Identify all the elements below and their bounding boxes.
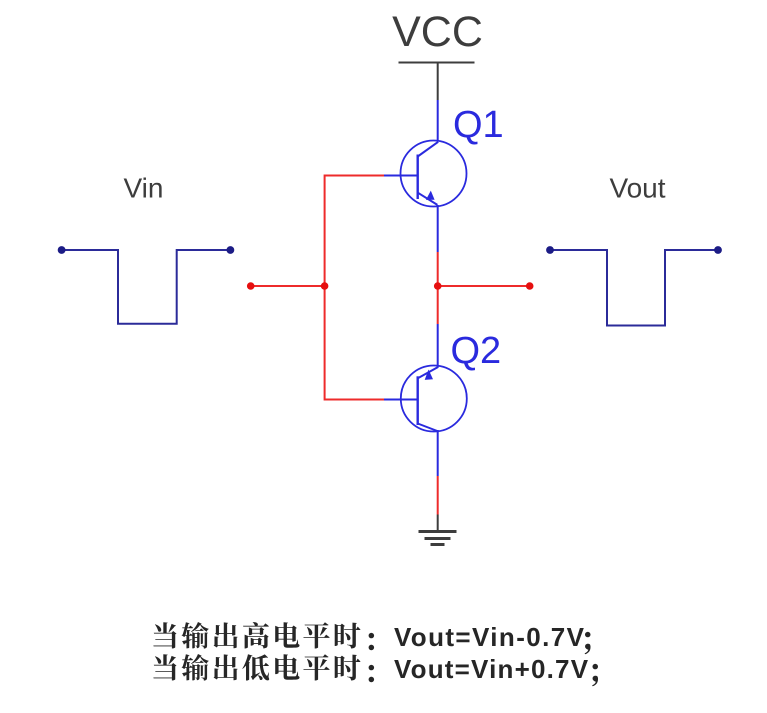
svg-text:Vout=Vin+0.7V: Vout=Vin+0.7V — [394, 654, 589, 684]
svg-text:VCC: VCC — [392, 8, 483, 56]
svg-text:Vout: Vout — [609, 173, 665, 204]
svg-text:Q1: Q1 — [453, 104, 504, 146]
svg-text:Q2: Q2 — [451, 330, 502, 372]
svg-text:Vin: Vin — [124, 173, 164, 204]
svg-text:Vout=Vin-0.7V: Vout=Vin-0.7V — [394, 622, 585, 652]
